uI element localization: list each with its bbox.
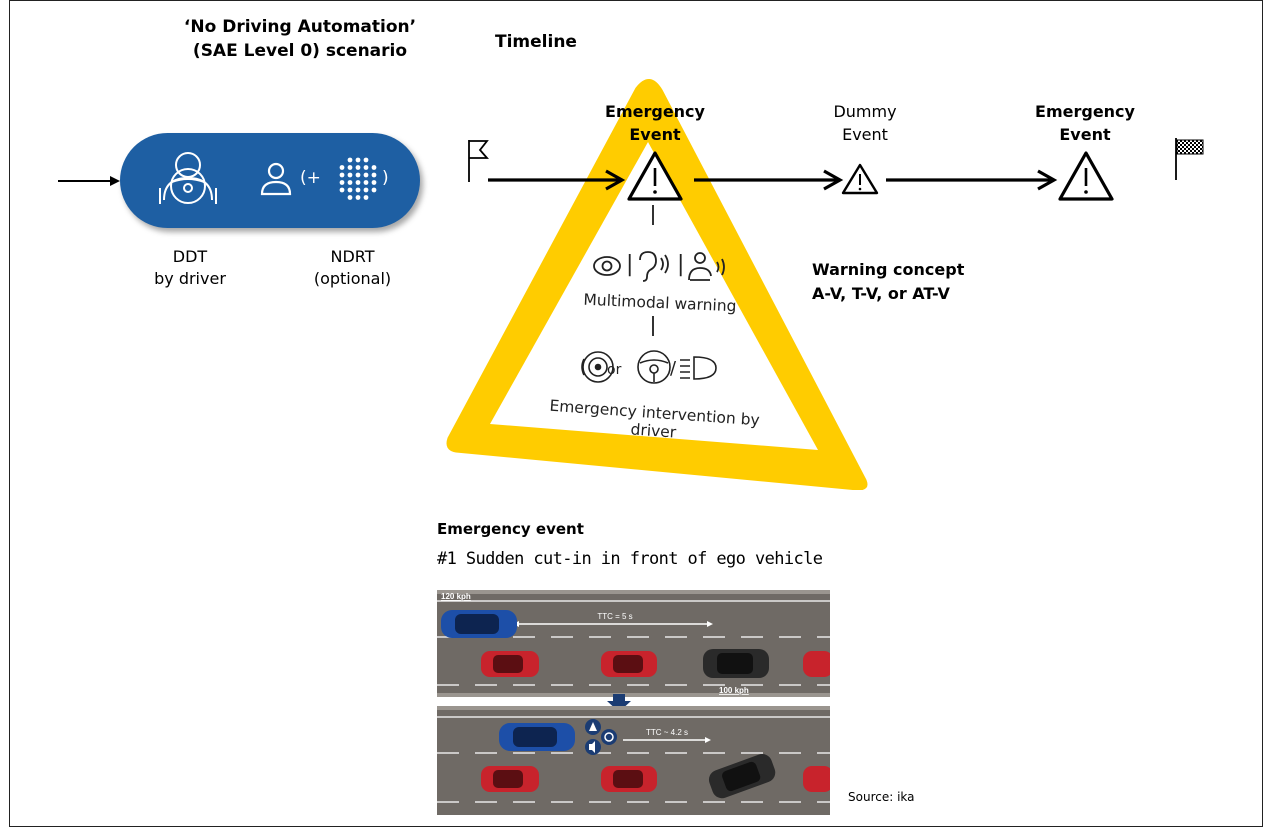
emergency-event-header: Emergency event	[437, 520, 584, 538]
road-scenario-image: 120 kph TTC = 5 s 100 kph	[437, 590, 830, 815]
ndrt-open-paren: (+	[300, 168, 321, 188]
person-icon	[260, 162, 292, 196]
timeline-event-2-label: Dummy Event	[800, 100, 930, 146]
road-panel-after: TTC ~ 4.2 s	[437, 706, 830, 815]
event-1-line1: Emergency	[605, 102, 705, 121]
event-1-warning-icon	[627, 151, 683, 201]
person-vibration-icon	[688, 252, 725, 281]
ddt-line1: DDT	[172, 247, 208, 266]
timeline-event-3-label: Emergency Event	[1005, 100, 1165, 146]
icon-separator-2: |	[677, 252, 685, 277]
event-3-warning-icon	[1058, 151, 1114, 201]
ndrt-dot	[347, 157, 353, 163]
red-car-2-top	[601, 651, 657, 677]
ndrt-dot	[363, 157, 369, 163]
ndrt-dot	[363, 172, 369, 178]
event-2-line1: Dummy	[833, 102, 897, 121]
start-flag-icon	[468, 140, 489, 182]
lead-speed-label: 100 kph	[719, 686, 749, 695]
red-car-3-bottom	[803, 766, 830, 792]
ndrt-dot	[339, 165, 345, 170]
ndrt-dot	[371, 165, 377, 170]
scenario-title: ‘No Driving Automation’ (SAE Level 0) sc…	[150, 15, 450, 63]
event-3-line1: Emergency	[1035, 102, 1135, 121]
event-2-warning-icon	[841, 163, 879, 195]
scenario-title-line1: ‘No Driving Automation’	[183, 17, 417, 37]
ndrt-dot	[347, 165, 353, 170]
ndrt-dot	[363, 187, 369, 193]
ndrt-dot	[371, 172, 377, 178]
driver-steering-icon	[159, 152, 217, 204]
red-car-2-bottom	[601, 766, 657, 792]
ndrt-dot	[339, 180, 345, 185]
ndrt-dot	[347, 187, 353, 193]
warning-concept-line1: Warning concept	[812, 260, 965, 279]
scenario-title-line2: (SAE Level 0) scenario	[192, 41, 408, 61]
brake-pedal-icon	[581, 351, 614, 383]
road-panel-before: 120 kph TTC = 5 s 100 kph	[437, 590, 830, 697]
ndrt-dot	[355, 157, 361, 163]
ndrt-dot	[355, 187, 361, 193]
ear-icon	[639, 251, 669, 282]
ttc-label-2: TTC ~ 4.2 s	[646, 728, 688, 737]
ndrt-dot	[363, 180, 369, 185]
intervention-icons	[581, 350, 717, 384]
ndrt-dot	[347, 195, 353, 200]
black-car-cutting-in	[708, 754, 776, 799]
slash-text: /	[670, 358, 677, 379]
ndrt-dot	[339, 187, 345, 193]
icon-separator-1: |	[626, 252, 634, 277]
warning-concept-line2: A-V, T-V, or AT-V	[812, 284, 950, 303]
warning-symbols-cluster	[585, 719, 617, 755]
ndrt-line2: (optional)	[313, 269, 392, 288]
ndrt-line1: NDRT	[330, 247, 375, 266]
ndrt-dot	[355, 172, 361, 178]
ddt-label: DDT by driver	[150, 246, 230, 290]
ndrt-dot	[371, 180, 377, 185]
ndrt-close-paren: )	[382, 168, 389, 188]
ndrt-dot	[363, 195, 369, 200]
timeline-title: Timeline	[495, 32, 577, 52]
finish-flag-icon	[1175, 138, 1204, 180]
scenario-pill	[120, 133, 420, 228]
ndrt-dot	[355, 195, 361, 200]
warning-concept: Warning concept A-V, T-V, or AT-V	[812, 258, 964, 306]
ndrt-dot	[363, 165, 369, 170]
source-credit: Source: ika	[848, 790, 915, 804]
steering-wheel-icon	[637, 350, 671, 384]
ndrt-dot	[355, 165, 361, 170]
timeline-graphic	[58, 138, 1204, 201]
event-3-line2: Event	[1059, 125, 1111, 144]
ndrt-dot	[355, 180, 361, 185]
ddt-line2: by driver	[154, 269, 226, 288]
modality-icons	[593, 251, 725, 282]
headlight-icon	[680, 356, 717, 380]
ego-car-blue-bottom	[499, 723, 575, 751]
ndrt-dot	[347, 172, 353, 178]
eye-icon	[593, 256, 621, 276]
black-car-top	[703, 649, 769, 678]
event-2-line2: Event	[842, 125, 888, 144]
or-text: or	[607, 362, 622, 378]
emergency-event-description: #1 Sudden cut-in in front of ego vehicle	[437, 549, 823, 569]
ndrt-dot	[339, 172, 345, 178]
figure-frame	[9, 0, 1263, 827]
ttc-label-1: TTC = 5 s	[597, 612, 632, 621]
ndrt-dots-icon	[339, 157, 377, 200]
triangle-connector-1	[652, 205, 654, 225]
timeline-event-1-label: Emergency Event	[580, 100, 730, 146]
ndrt-label: NDRT (optional)	[300, 246, 405, 290]
warning-triangle	[446, 79, 868, 490]
event-1-line2: Event	[629, 125, 681, 144]
ego-car-blue-top	[441, 610, 517, 638]
ndrt-dot	[371, 187, 377, 193]
ego-speed-label: 120 kph	[441, 592, 471, 601]
red-car-3-top	[803, 651, 830, 677]
red-car-1-top	[481, 651, 539, 677]
red-car-1-bottom	[481, 766, 539, 792]
ndrt-dot	[347, 180, 353, 185]
triangle-connector-2	[652, 316, 654, 336]
